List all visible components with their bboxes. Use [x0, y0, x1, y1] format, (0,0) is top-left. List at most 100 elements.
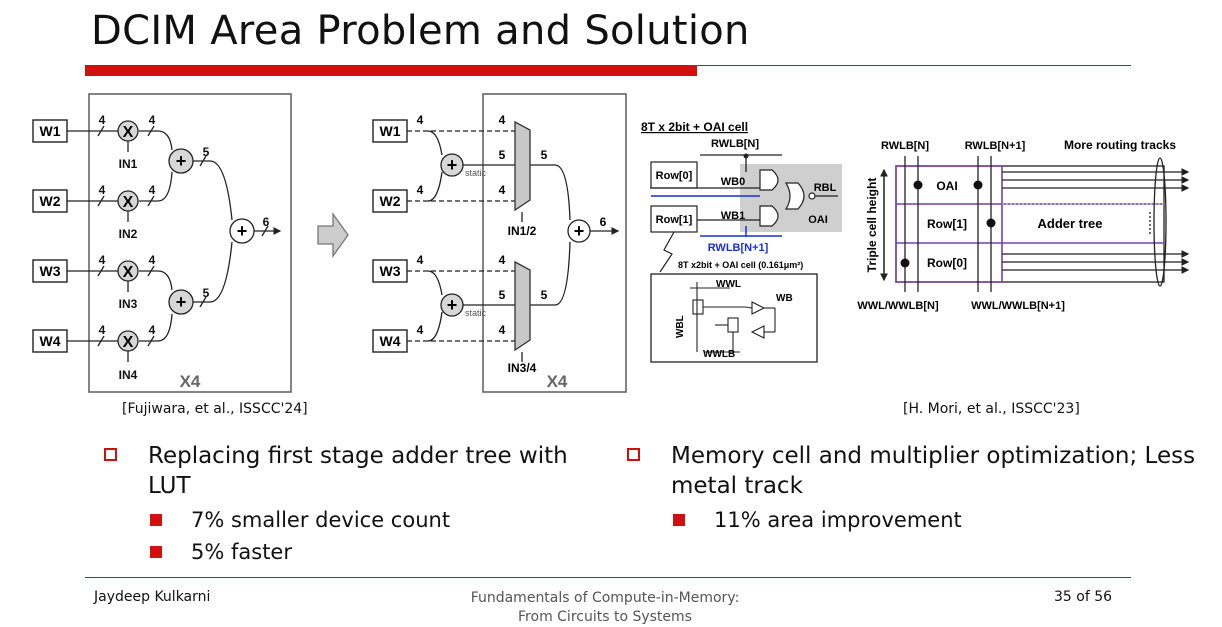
- svg-text:Row[1]: Row[1]: [656, 214, 693, 226]
- svg-text:6: 6: [600, 215, 607, 229]
- svg-text:4: 4: [99, 113, 106, 127]
- right-citation: [H. Mori, et al., ISSCC'23]: [903, 401, 1080, 417]
- svg-text:5: 5: [203, 145, 210, 159]
- svg-text:+: +: [447, 295, 458, 315]
- sub-bullet-left-1: 7% smaller device count: [150, 505, 450, 535]
- cell-title: 8T x 2bit + OAI cell: [641, 120, 748, 134]
- sub-bullet-text: 7% smaller device count: [191, 508, 451, 532]
- svg-text:4: 4: [149, 183, 156, 197]
- bullet-right: Memory cell and multiplier optimization;…: [627, 441, 1207, 501]
- svg-text:OAI: OAI: [808, 214, 828, 226]
- left-x4-box: [88, 93, 292, 393]
- svg-text:WB0: WB0: [721, 176, 745, 188]
- svg-text:X: X: [123, 124, 134, 141]
- left-in3: IN3: [119, 297, 138, 311]
- left-w3: W3: [40, 263, 61, 279]
- svg-text:X: X: [123, 264, 134, 281]
- svg-text:WWL: WWL: [716, 279, 741, 290]
- footer-course-line1: Fundamentals of Compute-in-Memory:: [470, 590, 740, 606]
- left-weight-boxes: W1 W2 W3 W4: [32, 119, 68, 353]
- square-bullet-icon: [673, 514, 685, 526]
- svg-text:6: 6: [263, 215, 270, 229]
- svg-text:RBL: RBL: [814, 182, 837, 194]
- svg-text:static: static: [465, 308, 487, 318]
- svg-text:4: 4: [417, 323, 424, 337]
- footer-course: Fundamentals of Compute-in-Memory: From …: [400, 589, 810, 627]
- svg-text:4: 4: [499, 113, 506, 127]
- footer-author: Jaydeep Kulkarni: [94, 589, 211, 605]
- left-w4: W4: [40, 333, 61, 349]
- svg-text:4: 4: [417, 253, 424, 267]
- left-in4: IN4: [119, 368, 138, 382]
- title-rule-thin: [697, 65, 1131, 66]
- transform-arrow: [317, 211, 349, 259]
- svg-text:+: +: [447, 155, 458, 175]
- left-in1: IN1: [119, 157, 138, 171]
- svg-text:4: 4: [99, 253, 106, 267]
- svg-text:4: 4: [499, 183, 506, 197]
- svg-text:More routing tracks: More routing tracks: [1064, 138, 1176, 152]
- svg-text:4: 4: [149, 113, 156, 127]
- svg-text:4: 4: [417, 183, 424, 197]
- square-bullet-icon: [150, 514, 162, 526]
- svg-text:+: +: [176, 292, 187, 312]
- sub-bullet-text: 11% area improvement: [714, 508, 962, 532]
- svg-text:8T x2bit + OAI cell (0.161μm²): 8T x2bit + OAI cell (0.161μm²): [678, 260, 803, 270]
- svg-text:RWLB[N+1]: RWLB[N+1]: [708, 242, 769, 254]
- svg-text:RWLB[N]: RWLB[N]: [711, 138, 759, 150]
- svg-text:Row[0]: Row[0]: [927, 256, 967, 270]
- square-bullet-icon: [150, 546, 162, 558]
- svg-text:RWLB[N]: RWLB[N]: [881, 140, 929, 152]
- svg-text:WWLB: WWLB: [703, 349, 735, 360]
- svg-text:+: +: [574, 221, 585, 241]
- bullet-left: Replacing first stage adder tree with LU…: [104, 441, 609, 501]
- mid-mux-top: [514, 120, 531, 212]
- left-multipliers: X X X X: [117, 120, 139, 352]
- svg-text:4: 4: [499, 253, 506, 267]
- svg-text:WWL/WWLB[N+1]: WWL/WWLB[N+1]: [971, 300, 1065, 312]
- left-in2: IN2: [119, 227, 138, 241]
- mid-w1: W1: [380, 123, 401, 139]
- svg-text:+: +: [237, 221, 248, 241]
- svg-text:5: 5: [499, 288, 506, 302]
- bullet-right-text: Memory cell and multiplier optimization;…: [671, 443, 1196, 499]
- svg-text:4: 4: [99, 323, 106, 337]
- svg-text:static: static: [465, 168, 487, 178]
- left-x4-label: X4: [180, 372, 201, 391]
- bullet-left-text: Replacing first stage adder tree with LU…: [148, 443, 568, 499]
- left-citation: [Fujiwara, et al., ISSCC'24]: [122, 401, 308, 417]
- bullet-box-icon: [104, 448, 117, 461]
- routing-block: [895, 165, 1165, 283]
- footer-page: 35 of 56: [1054, 589, 1113, 605]
- svg-text:Row[1]: Row[1]: [927, 217, 967, 231]
- mid-mux-bottom: [514, 260, 531, 352]
- sub-bullet-left-2: 5% faster: [150, 537, 292, 567]
- svg-text:4: 4: [149, 323, 156, 337]
- svg-text:RWLB[N+1]: RWLB[N+1]: [965, 140, 1026, 152]
- left-w1: W1: [40, 123, 61, 139]
- svg-text:Triple cell height: Triple cell height: [865, 178, 879, 273]
- svg-text:4: 4: [99, 183, 106, 197]
- mid-sel-top: IN1/2: [508, 224, 537, 238]
- svg-text:5: 5: [203, 286, 210, 300]
- svg-text:Row[0]: Row[0]: [656, 170, 693, 182]
- svg-text:4: 4: [499, 323, 506, 337]
- svg-text:WB: WB: [776, 293, 793, 304]
- left-adders: + + +: [168, 148, 255, 315]
- mid-w2: W2: [380, 193, 401, 209]
- svg-text:Adder tree: Adder tree: [1037, 216, 1102, 231]
- svg-text:OAI: OAI: [936, 179, 957, 193]
- svg-text:5: 5: [499, 148, 506, 162]
- bullet-box-icon: [627, 448, 640, 461]
- svg-text:WWL/WWLB[N]: WWL/WWLB[N]: [857, 300, 939, 312]
- mid-x4-label: X4: [547, 372, 568, 391]
- mid-w3: W3: [380, 263, 401, 279]
- left-w2: W2: [40, 193, 61, 209]
- svg-text:X: X: [123, 334, 134, 351]
- mid-sel-bottom: IN3/4: [508, 361, 537, 375]
- svg-text:WB1: WB1: [721, 210, 745, 222]
- svg-text:5: 5: [541, 288, 548, 302]
- svg-text:5: 5: [541, 148, 548, 162]
- svg-text:X: X: [123, 194, 134, 211]
